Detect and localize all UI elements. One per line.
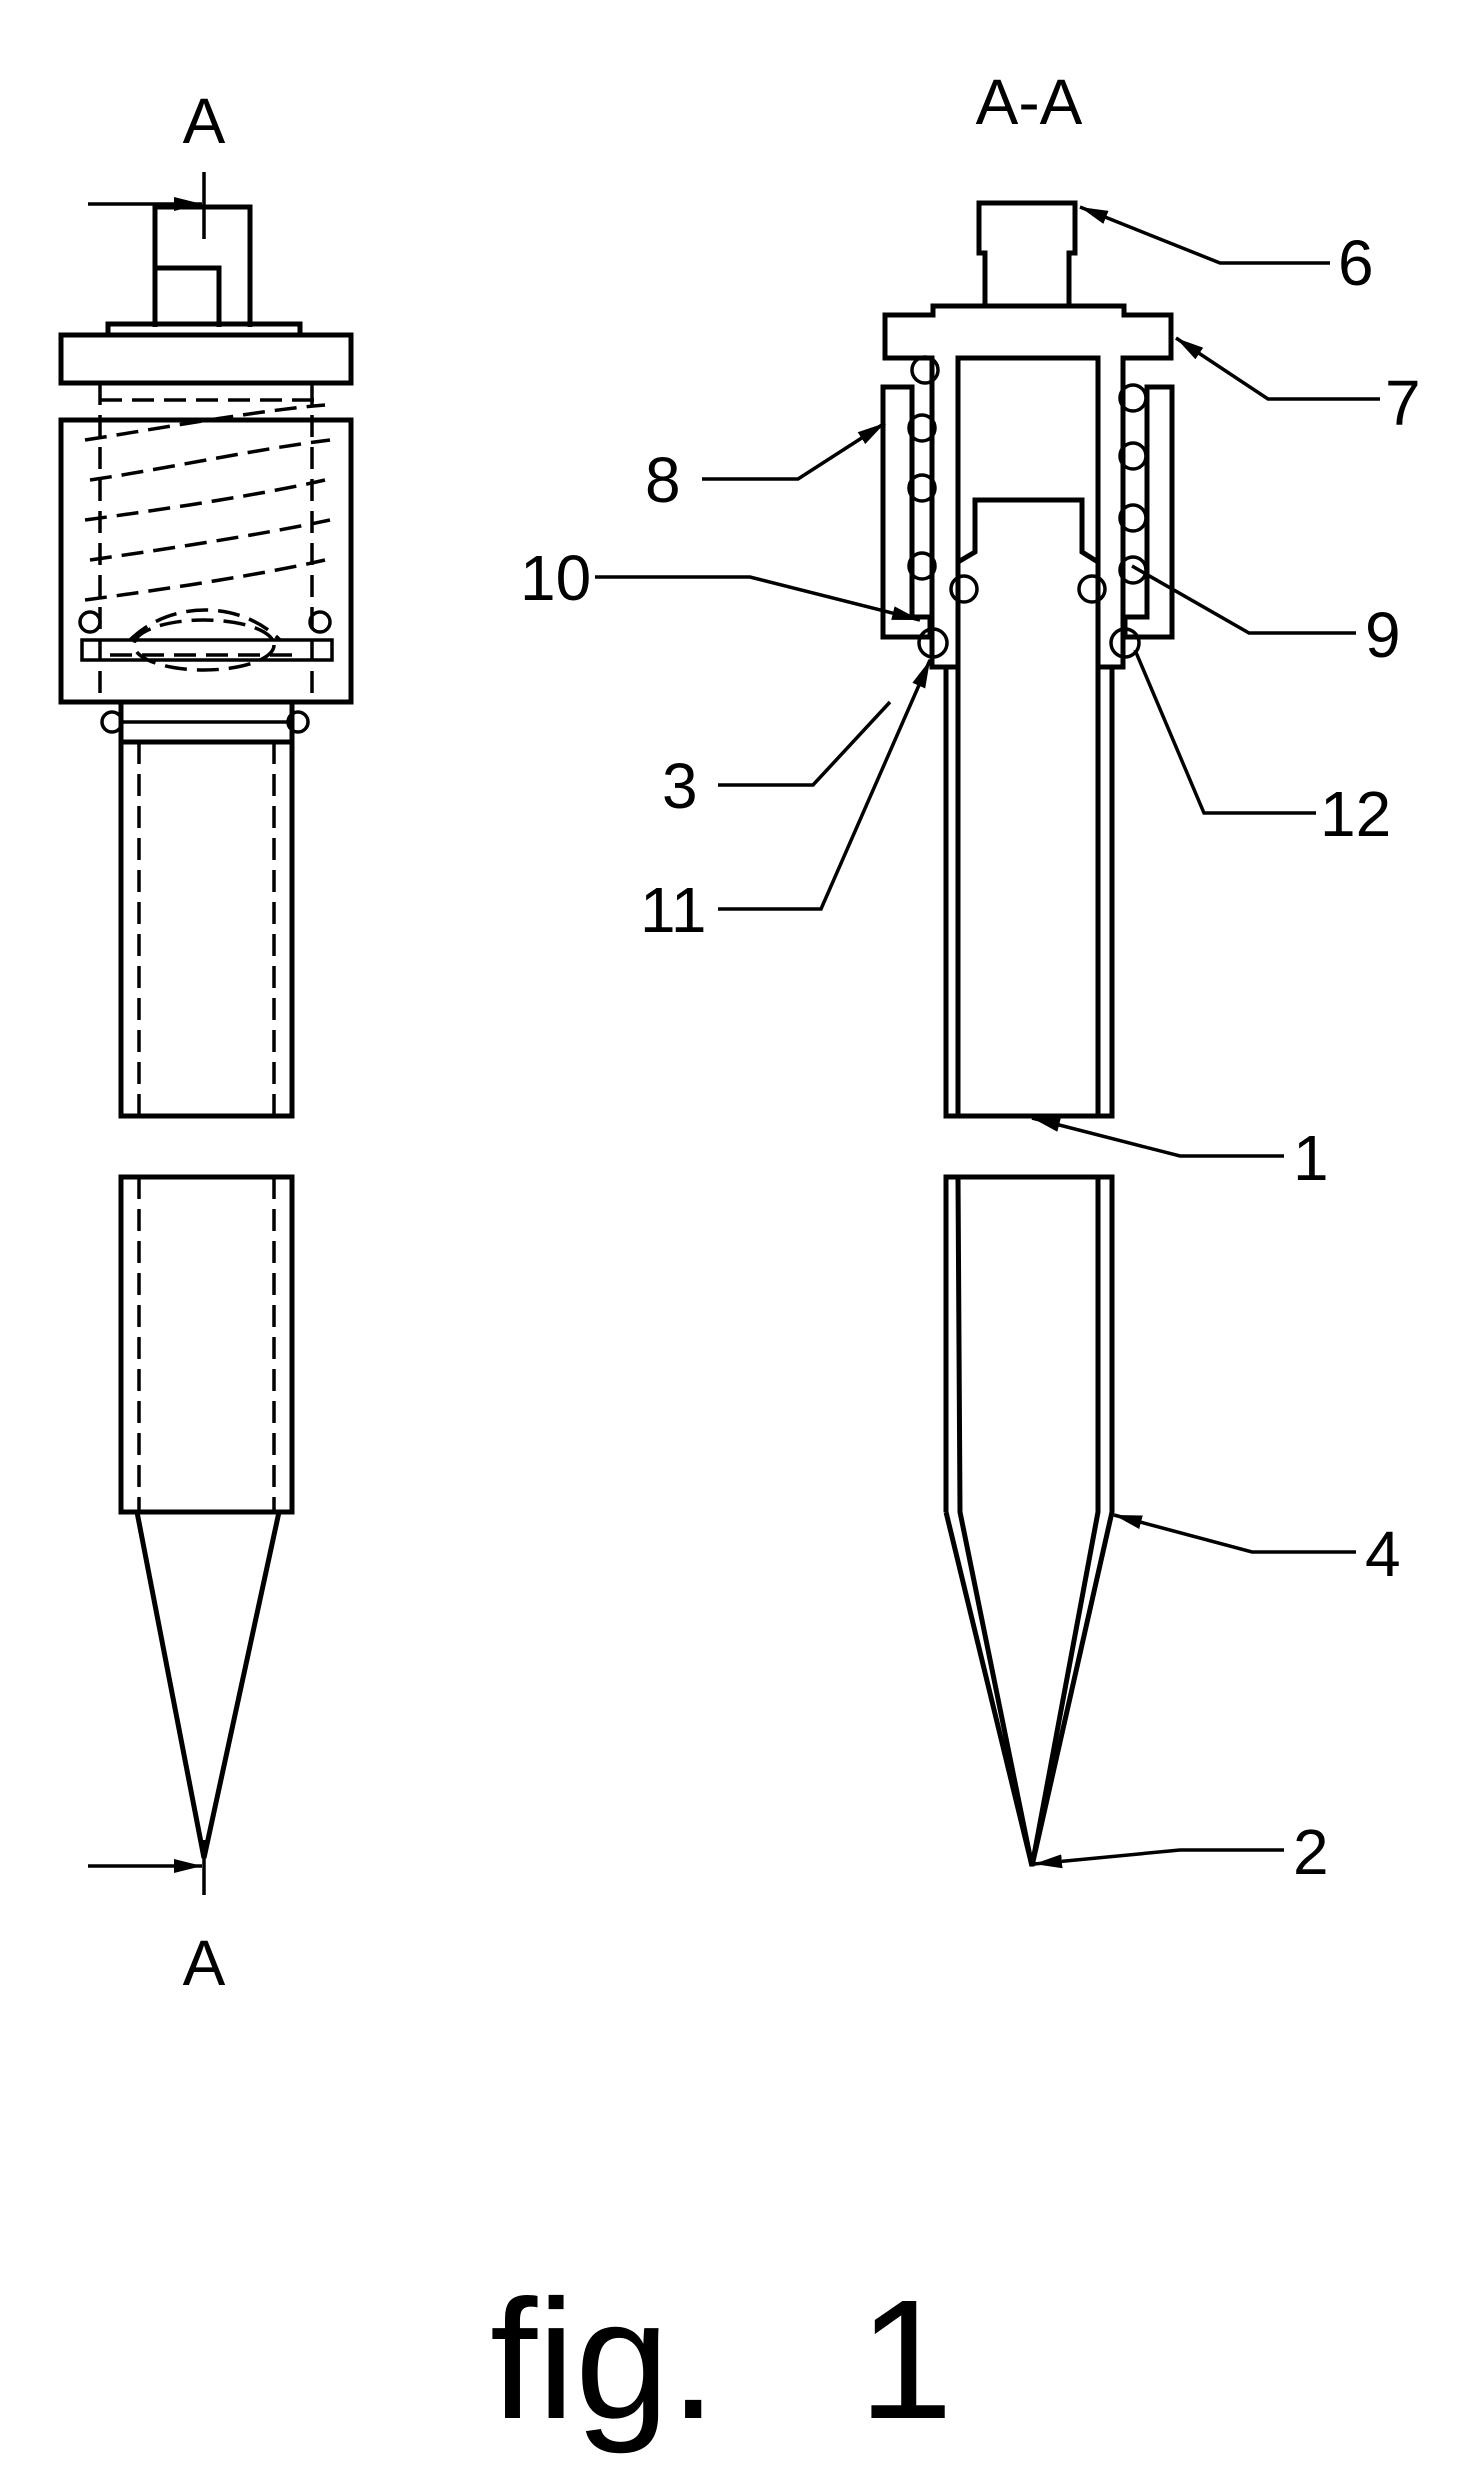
numeral-9: 9 bbox=[1365, 599, 1401, 671]
lower-tube-hidden-bore bbox=[137, 1177, 276, 1512]
section-title: A-A bbox=[976, 66, 1083, 138]
tube-4-lower bbox=[943, 1174, 1115, 1867]
figure-caption: fig. 1 bbox=[490, 2265, 953, 2455]
section-view: A-A bbox=[880, 66, 1175, 1867]
lower-tube bbox=[118, 1174, 295, 1515]
numeral-6: 6 bbox=[1338, 227, 1374, 299]
cap-handle bbox=[152, 204, 253, 327]
spring-8 bbox=[907, 355, 1148, 585]
hidden-spring bbox=[84, 383, 331, 700]
numeral-2: 2 bbox=[1293, 1816, 1329, 1888]
numeral-3: 3 bbox=[662, 750, 698, 822]
upper-tube-hidden-bore bbox=[137, 742, 276, 1116]
numeral-4: 4 bbox=[1365, 1518, 1401, 1590]
outer-sleeve-left bbox=[880, 384, 933, 640]
cap-6 bbox=[976, 200, 1078, 306]
tube-4-upper bbox=[943, 667, 1115, 1119]
flange-7 bbox=[882, 303, 1174, 670]
tip-cone bbox=[134, 1511, 282, 1859]
section-mark-top: A bbox=[183, 85, 226, 157]
numeral-10: 10 bbox=[520, 542, 591, 614]
numeral-12: 12 bbox=[1320, 778, 1391, 850]
reference-numerals: 6 7 8 10 9 3 12 11 1 4 2 bbox=[520, 205, 1421, 1888]
balls bbox=[917, 574, 1141, 659]
flange bbox=[58, 332, 354, 386]
tip-2 bbox=[955, 1174, 1101, 1867]
section-mark-bottom: A bbox=[183, 1927, 226, 1999]
rod-1 bbox=[955, 497, 1101, 1119]
numeral-1: 1 bbox=[1293, 1122, 1329, 1194]
left-view: A A bbox=[58, 85, 354, 1999]
inner-ring bbox=[80, 638, 334, 662]
outer-sleeve-right bbox=[1122, 384, 1175, 640]
numeral-7: 7 bbox=[1385, 367, 1421, 439]
numeral-8: 8 bbox=[645, 444, 681, 516]
upper-tube bbox=[118, 739, 295, 1119]
numeral-11: 11 bbox=[640, 874, 706, 946]
